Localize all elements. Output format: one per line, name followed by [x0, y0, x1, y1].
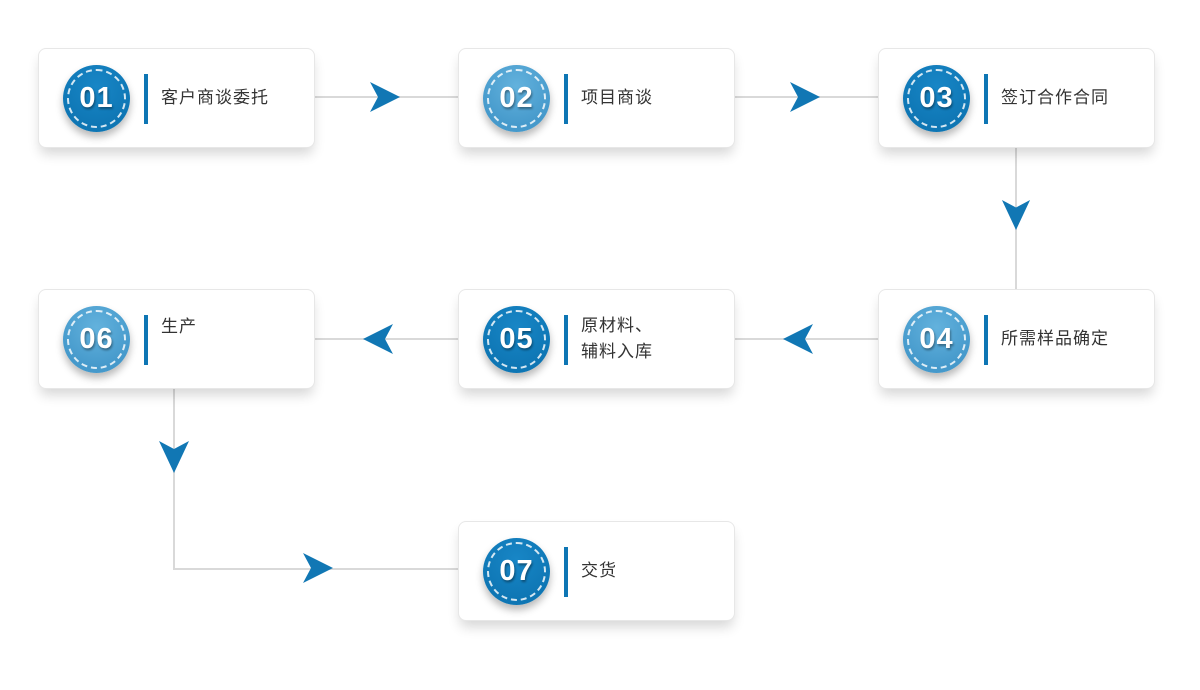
step-card-04: 04 所需样品确定: [878, 289, 1155, 389]
connector-04-05: [735, 338, 878, 340]
arrow-right-icon: [790, 82, 820, 112]
arrow-left-icon: [363, 324, 393, 354]
step-number: 06: [79, 323, 114, 355]
dashed-ring: [67, 310, 126, 369]
step-number: 03: [919, 82, 954, 114]
step-label: 交货: [581, 561, 617, 580]
step-07-number-badge: 07: [483, 538, 550, 605]
arrow-right-icon: [303, 553, 333, 583]
divider-bar: [984, 315, 988, 365]
divider-bar: [564, 547, 568, 597]
step-card-01: 01 客户商谈委托: [38, 48, 315, 148]
arrow-down-icon: [159, 441, 189, 473]
arrow-right-icon: [370, 82, 400, 112]
step-label-line: 辅料入库: [581, 342, 653, 361]
step-label: 生产: [161, 317, 197, 336]
step-05-number-badge: 05: [483, 306, 550, 373]
step-number: 04: [919, 323, 954, 355]
arrow-left-icon: [783, 324, 813, 354]
dashed-ring: [487, 310, 546, 369]
step-number: 07: [499, 555, 534, 587]
step-card-06: 06 生产: [38, 289, 315, 389]
dashed-ring: [907, 69, 966, 128]
step-02-number-badge: 02: [483, 65, 550, 132]
step-03-number-badge: 03: [903, 65, 970, 132]
dashed-ring: [487, 542, 546, 601]
dashed-ring: [907, 310, 966, 369]
step-04-number-badge: 04: [903, 306, 970, 373]
step-card-05: 05 原材料、 辅料入库: [458, 289, 735, 389]
divider-bar: [564, 74, 568, 124]
step-label: 项目商谈: [581, 88, 653, 107]
arrow-down-icon: [1001, 200, 1031, 230]
step-label: 签订合作合同: [1001, 88, 1109, 107]
step-label: 客户商谈委托: [161, 88, 269, 107]
step-label: 所需样品确定: [1001, 329, 1109, 348]
step-06-number-badge: 06: [63, 306, 130, 373]
step-number: 05: [499, 323, 534, 355]
divider-bar: [564, 315, 568, 365]
step-number: 01: [79, 82, 114, 114]
step-number: 02: [499, 82, 534, 114]
divider-bar: [984, 74, 988, 124]
step-card-03: 03 签订合作合同: [878, 48, 1155, 148]
dashed-ring: [487, 69, 546, 128]
step-label: 原材料、 辅料入库: [581, 313, 724, 365]
divider-bar: [144, 315, 148, 365]
step-01-number-badge: 01: [63, 65, 130, 132]
step-label-line: 原材料、: [581, 316, 653, 335]
step-card-07: 07 交货: [458, 521, 735, 621]
step-card-02: 02 项目商谈: [458, 48, 735, 148]
divider-bar: [144, 74, 148, 124]
connector-06-elbow-vertical: [173, 389, 175, 569]
connector-05-06: [315, 338, 458, 340]
dashed-ring: [67, 69, 126, 128]
